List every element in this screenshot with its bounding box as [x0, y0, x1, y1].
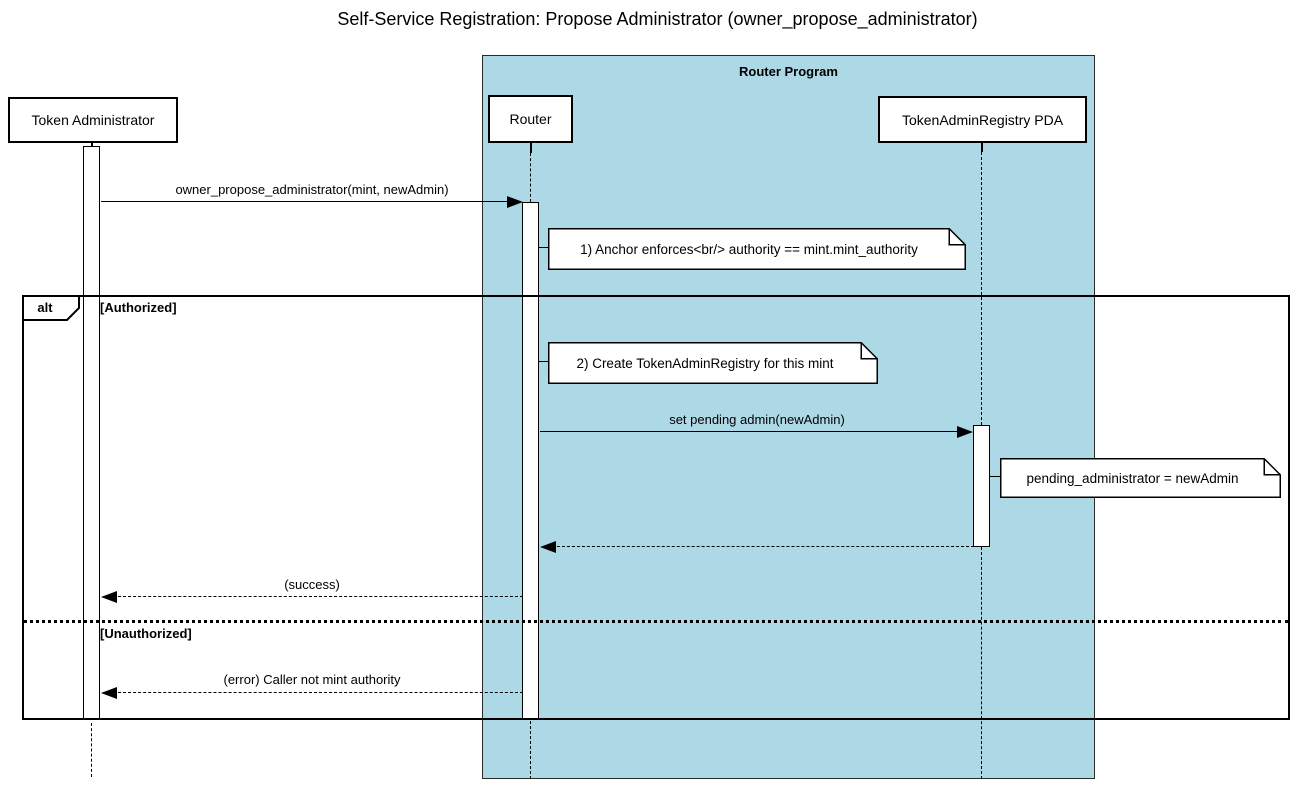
lifeline-stub-token-admin [91, 143, 93, 147]
participant-token-admin-registry-pda-label: TokenAdminRegistry PDA [901, 111, 1064, 128]
note-create-registry [548, 342, 878, 384]
note-anchor-enforces-text: 1) Anchor enforces<br/> authority == min… [580, 241, 918, 257]
note-create-registry-text: 2) Create TokenAdminRegistry for this mi… [576, 355, 834, 371]
note-anchor-enforces [548, 228, 966, 270]
lifeline-stub-router [530, 143, 532, 153]
alt-frame [22, 295, 1290, 720]
note-pending-admin [1000, 458, 1281, 498]
message-set-pending-label: set pending admin(newAdmin) [669, 412, 845, 427]
alt-operator-label: alt [37, 300, 53, 315]
alt-guard-authorized: [Authorized] [100, 300, 177, 315]
lifeline-registry-pda-bottom [981, 547, 982, 779]
message-propose-line [101, 201, 507, 202]
alt-operator-pentagon [22, 295, 80, 321]
note-anchor-enforces-connector [539, 247, 548, 248]
lifeline-stub-registry-pda [981, 143, 983, 152]
return-registry-to-router-line [557, 546, 974, 547]
message-error-label: (error) Caller not mint authority [223, 672, 401, 687]
router-program-group-label: Router Program [739, 64, 838, 79]
lifeline-registry-pda-top [981, 152, 982, 425]
participant-token-administrator: Token Administrator [8, 97, 178, 143]
router-program-group-box [482, 55, 1095, 779]
message-set-pending-arrowhead [957, 426, 973, 438]
return-registry-to-router-arrowhead [540, 541, 556, 553]
note-pending-admin-connector [990, 476, 1000, 477]
message-success-label: (success) [284, 577, 340, 592]
participant-token-admin-registry-pda: TokenAdminRegistry PDA [878, 96, 1087, 143]
lifeline-router-bottom [530, 721, 531, 779]
message-error-line [118, 692, 523, 693]
lifeline-router-top [530, 153, 531, 202]
message-propose-arrowhead [507, 196, 523, 208]
alt-divider [23, 620, 1289, 623]
message-set-pending-line [540, 431, 958, 432]
activation-registry-pda [973, 425, 990, 547]
diagram-title: Self-Service Registration: Propose Admin… [337, 9, 978, 29]
message-error-arrowhead [101, 687, 117, 699]
note-create-registry-connector [539, 361, 548, 362]
note-pending-admin-text: pending_administrator = newAdmin [1026, 470, 1239, 486]
message-success-line [118, 596, 523, 597]
participant-router: Router [488, 95, 573, 143]
alt-guard-unauthorized: [Unauthorized] [100, 626, 192, 641]
lifeline-token-admin-bottom [91, 723, 92, 777]
message-success-arrowhead [101, 591, 117, 603]
message-propose-label: owner_propose_administrator(mint, newAdm… [175, 182, 449, 197]
participant-router-label: Router [509, 111, 552, 127]
participant-token-administrator-label: Token Administrator [31, 112, 155, 128]
